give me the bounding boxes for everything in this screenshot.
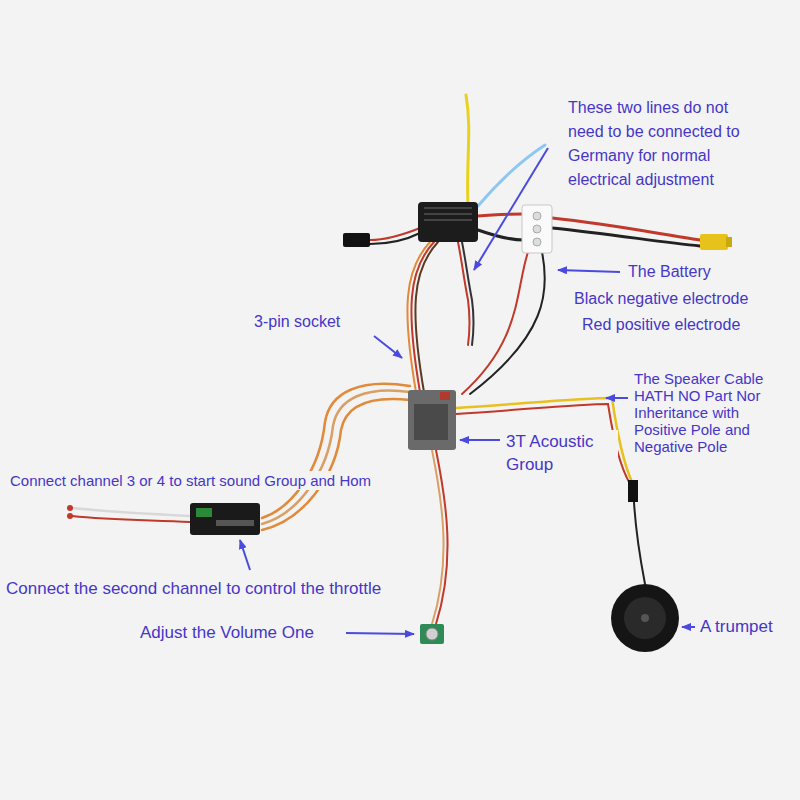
volume-pot [420, 624, 444, 644]
speaker-cable-note: The Speaker Cable HATH NO Part Nor Inher… [632, 370, 786, 455]
receiver [67, 503, 260, 535]
speaker-label: A trumpet [698, 616, 775, 637]
throttle-note: Connect the second channel to control th… [4, 578, 383, 599]
polarity-label: Black negative electrode [572, 289, 750, 309]
socket-label: 3-pin socket [252, 312, 342, 332]
esc-unit [343, 202, 478, 247]
sound-board-label: 3T Acoustic Group [504, 430, 618, 476]
terminal-block [522, 205, 552, 253]
battery-label: The Battery [626, 262, 713, 282]
sound-board [408, 390, 456, 450]
volume-label: Adjust the Volume One [138, 622, 316, 643]
polarity-label: Red positive electrode [580, 315, 742, 335]
leader-arrows [240, 148, 695, 634]
channel-note: Connect channel 3 or 4 to start sound Gr… [8, 471, 373, 490]
battery-plug [700, 234, 732, 250]
note-text: These two lines do not need to be connec… [566, 96, 754, 192]
speaker [611, 480, 679, 652]
